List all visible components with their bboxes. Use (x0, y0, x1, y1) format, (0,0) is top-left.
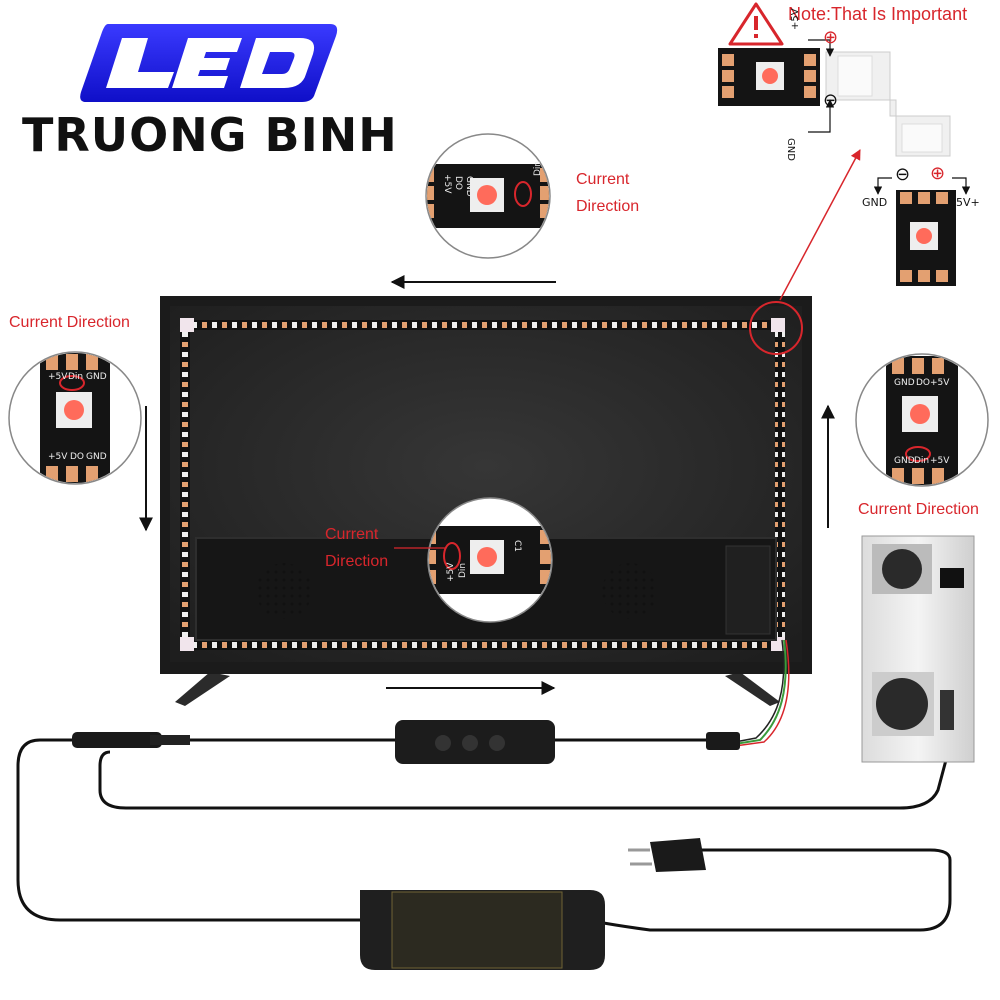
chip-inset-top (425, 133, 551, 259)
speaker-grill-right (602, 563, 658, 619)
led-strip-top (182, 320, 782, 330)
note-strip-vertical (896, 190, 956, 286)
chip-pin-label: +5V (930, 378, 950, 388)
cables (16, 738, 952, 932)
corner-connector (771, 318, 785, 332)
psu-fan-icon (882, 549, 922, 589)
pin-label-gnd-lower: GND (862, 196, 888, 209)
jst-connector (706, 732, 740, 750)
chip-pin-label: Din (68, 372, 84, 382)
led-strip-bottom (182, 640, 782, 650)
chip-pin-label: DO (70, 452, 85, 462)
led-strip-right (775, 326, 785, 644)
corner-connector (180, 637, 194, 651)
chip-pin-label: +5V (442, 174, 452, 194)
chip-pin-label: GND (86, 372, 107, 382)
pin-label-5vplus: 5V+ (956, 196, 980, 209)
chip-pin-label: C1 (512, 540, 522, 553)
highlight-pointer (779, 149, 861, 301)
label-center-line2: Direction (325, 553, 389, 570)
strip-wire (734, 639, 790, 747)
chip-pin-label: GND (86, 452, 107, 462)
brand-name: TRUONG BINH (22, 108, 398, 162)
controller-button (489, 735, 505, 751)
chip-pin-label: GND (894, 456, 915, 466)
corner-connector (180, 318, 194, 332)
tv-stand (175, 672, 780, 706)
label-top-line1: Current (576, 171, 630, 188)
label-left: Current Direction (9, 314, 130, 331)
plus-symbol: ⊕ (823, 27, 839, 47)
led-logo (80, 24, 338, 102)
pin-label-plus5v: +5V (790, 8, 801, 30)
chip-pin-label: +5V (48, 372, 68, 382)
chip-inset-center (427, 497, 553, 623)
chip-pin-label: +5V (930, 456, 950, 466)
power-plug (650, 838, 706, 872)
dc-jack (72, 732, 162, 748)
pin-label-gnd: GND (785, 138, 796, 161)
strip-wire (734, 639, 787, 745)
led-strip-left (180, 326, 190, 644)
minus-symbol: ⊖ (823, 90, 839, 110)
label-right: Current Direction (858, 501, 979, 518)
chip-pin-label: Din (533, 160, 543, 176)
chip-pin-label: GND (464, 176, 474, 197)
power-socket (940, 568, 964, 588)
plus-symbol-lower: ⊕ (930, 163, 946, 183)
note-strip-horizontal (718, 48, 951, 157)
warning-icon (728, 2, 784, 46)
controller-button (435, 735, 451, 751)
chip-inset-right (855, 353, 989, 487)
chip-pin-label: Din (914, 456, 930, 466)
chip-pin-label: Din (458, 562, 468, 578)
chip-pin-label: +5V (446, 562, 456, 582)
label-top-line2: Direction (576, 198, 640, 215)
label-center-line1: Current (325, 526, 379, 543)
controller-button (462, 735, 478, 751)
dc-jack (150, 735, 190, 745)
io-ports (940, 690, 954, 730)
case-fan-icon (876, 678, 928, 730)
speaker-grill-left (256, 563, 312, 619)
chip-pin-label: +5V (48, 452, 68, 462)
chip-pin-label: GND (894, 378, 915, 388)
adapter-label (391, 891, 563, 969)
tv-port-panel (725, 545, 771, 635)
note-text: Note:That Is Important (788, 4, 968, 24)
minus-symbol-lower: ⊖ (895, 164, 911, 184)
chip-pin-label: DO (916, 378, 931, 388)
highlight-circle (749, 301, 803, 355)
note-pin-lines (808, 39, 971, 195)
chip-pin-label: DO (453, 176, 463, 191)
strip-wire (734, 639, 785, 743)
chip-inset-left (8, 351, 142, 485)
